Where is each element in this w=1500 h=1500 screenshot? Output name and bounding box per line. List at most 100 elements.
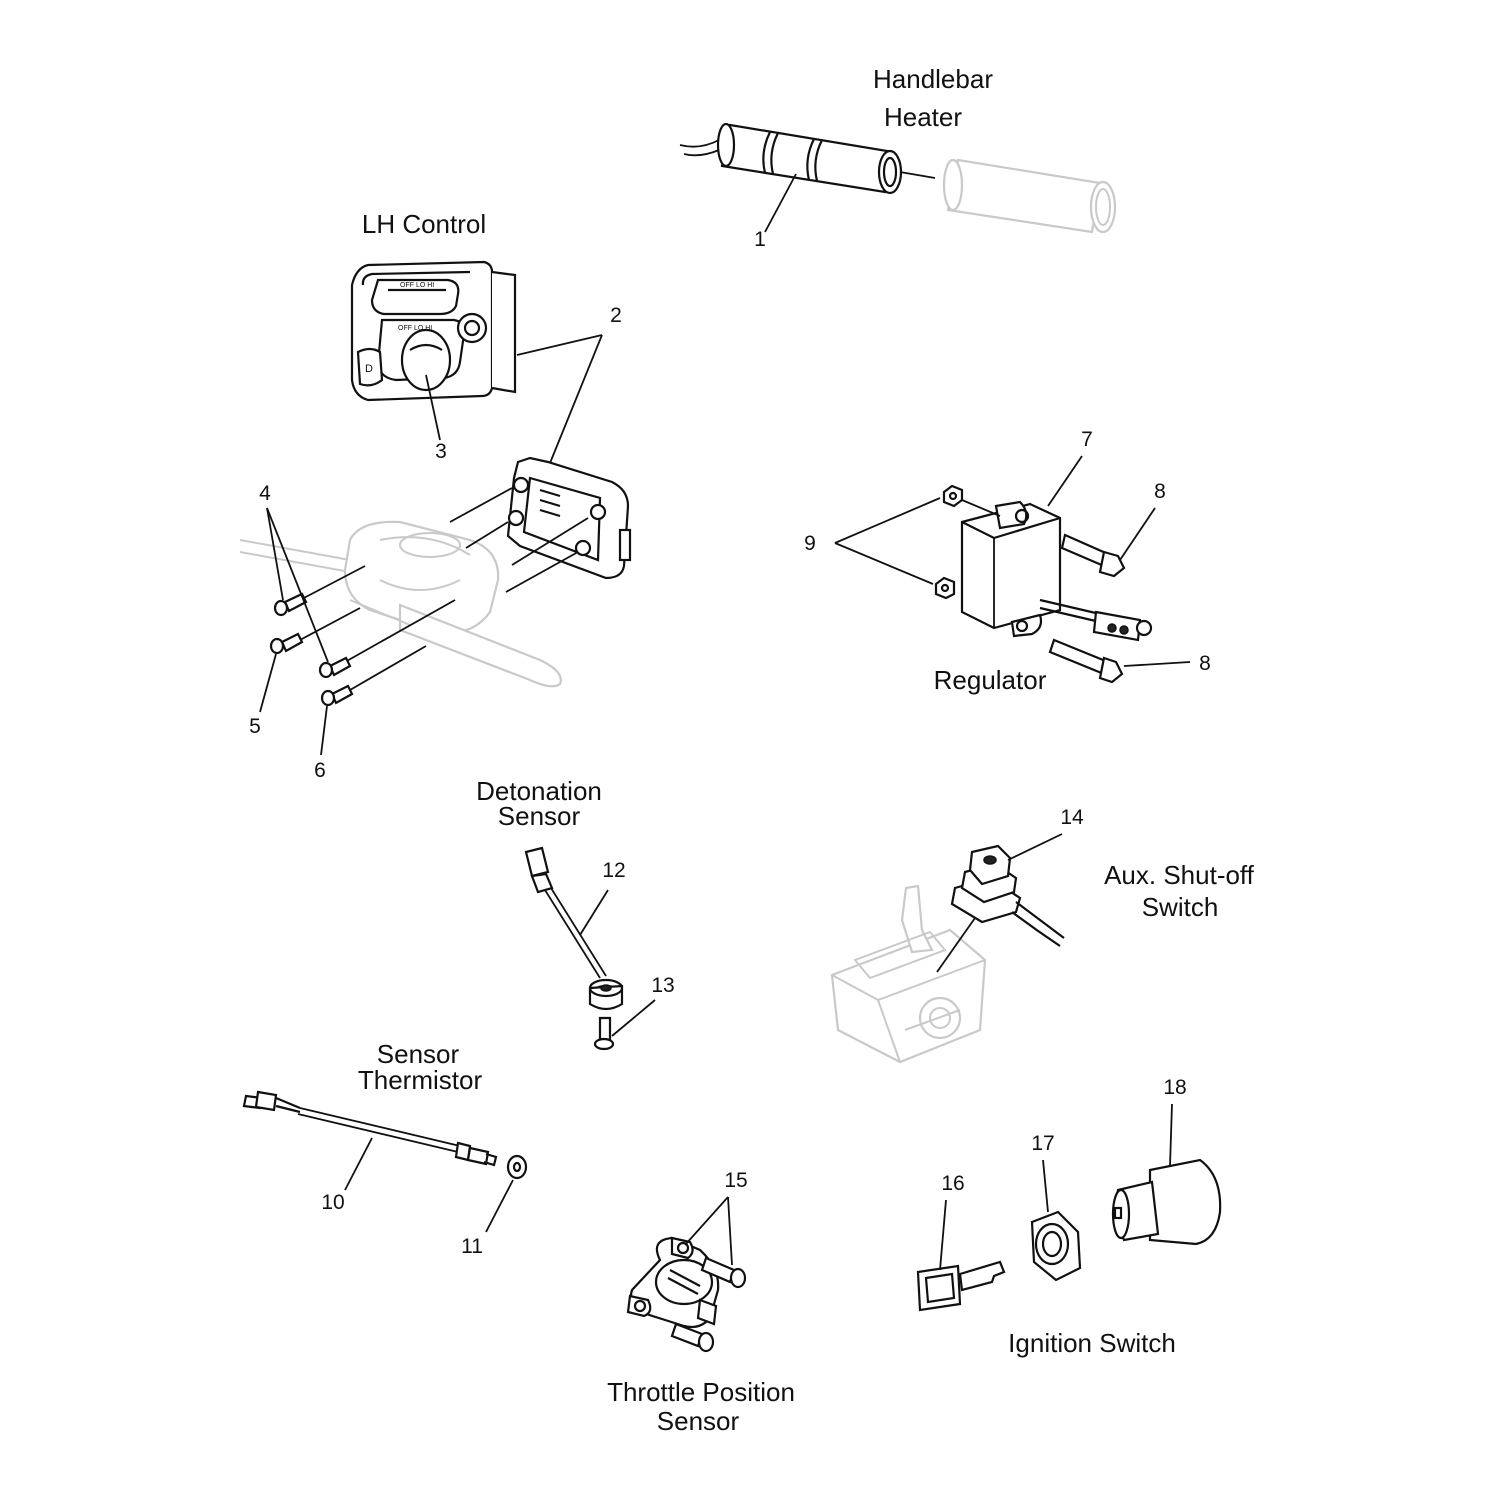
callout-11: 11 [461, 1235, 483, 1258]
screw-4b [318, 656, 352, 679]
regulator-group: Regulator [804, 428, 1211, 695]
regulator-title: Regulator [934, 665, 1047, 695]
callout-line-15b [727, 1196, 733, 1266]
callout-17: 17 [1031, 1132, 1054, 1155]
sensor-thermistor-title-line2: Thermistor [358, 1065, 483, 1095]
screw-5 [269, 632, 304, 655]
callout-14: 14 [1060, 806, 1084, 829]
ignition-switch-group: Ignition Switch 16 17 18 [916, 1076, 1222, 1358]
nut-9-lower [934, 576, 956, 600]
guide-line-d [505, 551, 579, 593]
guide-line-a [449, 487, 513, 523]
guide-line-e [299, 565, 366, 601]
callout-8-upper: 8 [1154, 480, 1166, 503]
guide-line-h [349, 645, 427, 691]
throttle-screw-lower [670, 1322, 715, 1353]
heater-element [679, 122, 936, 195]
aux-switch-part [950, 844, 1065, 947]
callout-line-3 [425, 374, 441, 441]
callout-16: 16 [941, 1172, 964, 1195]
callout-4: 4 [259, 482, 271, 505]
callout-line-15a [684, 1196, 729, 1246]
callout-18: 18 [1163, 1076, 1186, 1099]
callout-line-14 [1007, 833, 1063, 861]
detonation-sensor-title-line2: Sensor [498, 801, 581, 831]
throttle-position-title-line2: Sensor [657, 1406, 740, 1436]
detonation-bolt [593, 1016, 615, 1051]
detonation-sensor-part [524, 846, 624, 1011]
lh-control-title: LH Control [362, 209, 486, 239]
thermistor-washer [506, 1154, 528, 1180]
svg-text:D: D [365, 363, 373, 375]
aux-housing-ghost [830, 884, 987, 1064]
callout-line-11 [485, 1179, 514, 1233]
ignition-key [916, 1260, 1006, 1312]
guide-line-f [299, 607, 361, 641]
callout-15: 15 [724, 1169, 747, 1192]
nut-9-upper [942, 484, 964, 508]
callout-line-2b [547, 334, 603, 469]
callout-line-12 [579, 889, 609, 936]
throttle-screw-upper [700, 1256, 747, 1289]
callout-line-8b [1123, 661, 1191, 667]
callout-8-lower: 8 [1199, 652, 1211, 675]
callout-2: 2 [610, 304, 622, 327]
guide-line-g [344, 599, 456, 663]
handlebar-lever-ghost [239, 520, 562, 688]
callout-line-18 [1169, 1103, 1173, 1167]
callout-line-9a [834, 497, 941, 544]
svg-text:OFF LO HI: OFF LO HI [400, 282, 434, 289]
ignition-switch-title: Ignition Switch [1008, 1328, 1176, 1358]
callout-line-17 [1042, 1159, 1049, 1213]
guide-line-c [511, 517, 589, 566]
callout-line-6 [320, 705, 328, 756]
aux-shutoff-group: Aux. Shut-off Switch 14 [830, 806, 1255, 1064]
callout-line-5 [259, 653, 277, 713]
guide-line-aux [936, 917, 976, 973]
callout-6: 6 [314, 759, 326, 782]
throttle-position-group: Throttle Position Sensor 15 [607, 1169, 795, 1436]
aux-shutoff-title-line1: Aux. Shut-off [1104, 860, 1255, 890]
guide-line-b [465, 521, 509, 549]
bolt-8-upper [1060, 533, 1126, 578]
callout-line-2a [516, 334, 603, 356]
callout-7: 7 [1081, 428, 1093, 451]
ignition-cylinder [1111, 1158, 1222, 1246]
throttle-position-title-line1: Throttle Position [607, 1377, 795, 1407]
aux-shutoff-title-line2: Switch [1142, 892, 1219, 922]
callout-13: 13 [651, 974, 674, 997]
handlebar-heater-title-line2: Heater [884, 102, 962, 132]
detonation-sensor-group: Detonation Sensor 12 13 [476, 776, 675, 1051]
guide-line-nut [961, 499, 1001, 517]
callout-12: 12 [602, 859, 625, 882]
handlebar-heater-group: Handlebar Heater 1 [679, 64, 1117, 251]
lh-control-housing: D OFF LO HI OFF LO HI [350, 260, 517, 402]
callout-1: 1 [754, 228, 766, 251]
callout-line-8a [1119, 507, 1156, 561]
callout-line-13 [611, 999, 656, 1037]
sensor-thermistor-group: Sensor Thermistor 10 11 [242, 1039, 528, 1258]
ignition-nut [1030, 1210, 1082, 1282]
callout-line-4b [266, 507, 329, 663]
screw-4a [273, 592, 308, 617]
handlebar-grip-ghost [942, 158, 1117, 234]
callout-9: 9 [804, 532, 816, 555]
bolt-8-lower [1048, 638, 1124, 684]
lh-control-back-housing [506, 456, 632, 580]
callout-line-9b [834, 542, 934, 585]
callout-line-16 [939, 1199, 947, 1271]
throttle-sensor-part [626, 1236, 720, 1329]
callout-5: 5 [249, 715, 261, 738]
callout-line-1 [764, 173, 797, 233]
svg-text:OFF LO HI: OFF LO HI [398, 325, 432, 332]
regulator-body [960, 500, 1153, 642]
callout-10: 10 [321, 1191, 344, 1214]
callout-line-7 [1047, 455, 1083, 507]
callout-line-10 [344, 1137, 373, 1191]
sensor-thermistor-title-line1: Sensor [377, 1039, 460, 1069]
screw-6 [320, 684, 354, 707]
lh-control-group: LH Control D OFF LO HI OFF LO HI 2 3 [239, 209, 632, 782]
handlebar-heater-title-line1: Handlebar [873, 64, 993, 94]
